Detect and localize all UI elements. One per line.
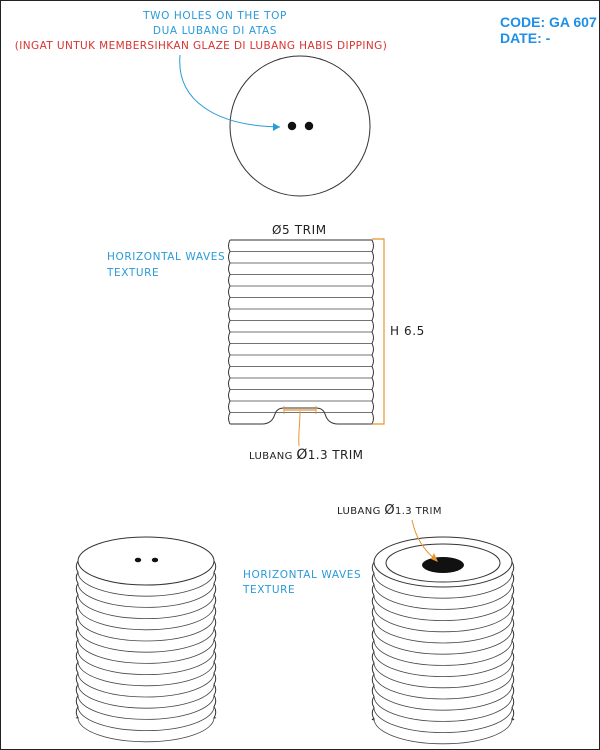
iso-wave-line bbox=[77, 628, 215, 653]
side-texture-line1: HORIZONTAL WAVES bbox=[107, 251, 225, 263]
top-note-arrowhead bbox=[273, 123, 280, 131]
iso-texture-line2: TEXTURE bbox=[242, 584, 295, 596]
top-hole-left bbox=[287, 121, 297, 131]
iso-left-wave-lines bbox=[77, 572, 215, 743]
top-note-malay: DUA LUBANG DI ATAS bbox=[153, 25, 277, 37]
hole-label-iso: LUBANG Ø1.3 TRIM bbox=[337, 503, 442, 518]
iso-wave-line bbox=[77, 684, 215, 709]
top-hole-right bbox=[304, 121, 314, 131]
side-texture-line2: TEXTURE bbox=[106, 267, 159, 279]
iso-left-top-face bbox=[77, 536, 215, 586]
drawing-date: DATE: - bbox=[500, 30, 551, 46]
hole-label-iso-value: 1.3 TRIM bbox=[395, 506, 442, 517]
top-note-warning: (INGAT UNTUK MEMBERSIHKAN GLAZE DI LUBAN… bbox=[15, 40, 387, 52]
iso-wave-line bbox=[77, 605, 215, 631]
iso-right-edge-right bbox=[511, 561, 515, 721]
iso-wave-line bbox=[373, 696, 513, 722]
iso-left-hole-2 bbox=[151, 557, 159, 563]
iso-hole-arrowhead bbox=[431, 553, 438, 562]
iso-wave-line bbox=[77, 616, 215, 642]
iso-right-hole bbox=[422, 557, 464, 573]
side-view-body bbox=[228, 239, 374, 425]
height-label: H 6.5 bbox=[390, 324, 425, 338]
iso-wave-line bbox=[373, 718, 513, 745]
iso-wave-line bbox=[77, 672, 215, 698]
iso-wave-line bbox=[77, 661, 215, 687]
hole-label-side-word: LUBANG bbox=[249, 451, 293, 462]
iso-texture-line1: HORIZONTAL WAVES bbox=[243, 569, 361, 581]
hole-label-side-value: 1.3 TRIM bbox=[308, 448, 364, 462]
iso-wave-line bbox=[77, 650, 215, 675]
hole-diameter-symbol-side: Ø bbox=[296, 447, 307, 463]
side-bottom-profile bbox=[230, 407, 372, 425]
iso-view-top-closed bbox=[75, 536, 217, 743]
iso-right-edge-left bbox=[371, 561, 375, 721]
top-note-english: TWO HOLES ON THE TOP bbox=[142, 10, 287, 22]
side-right-edge bbox=[371, 239, 374, 425]
iso-wave-line bbox=[373, 707, 513, 733]
iso-wave-line bbox=[373, 685, 513, 711]
iso-wave-line bbox=[77, 695, 215, 720]
side-left-edge bbox=[228, 239, 231, 425]
iso-wave-line bbox=[373, 629, 513, 655]
iso-left-edge-right bbox=[213, 560, 217, 719]
side-wave-lines bbox=[230, 251, 372, 413]
iso-wave-line bbox=[373, 673, 513, 700]
hole-label-side: LUBANG Ø1.3 TRIM bbox=[249, 447, 363, 463]
iso-right-inner-rim bbox=[385, 543, 501, 583]
iso-wave-line bbox=[77, 706, 215, 731]
top-view-outline bbox=[229, 55, 371, 197]
diameter-symbol: Ø bbox=[272, 223, 282, 237]
iso-right-wave-lines bbox=[373, 573, 513, 745]
iso-wave-line bbox=[77, 572, 215, 597]
height-dimension-bracket bbox=[372, 238, 385, 425]
iso-view-hole-bottom bbox=[371, 536, 515, 745]
iso-wave-line bbox=[373, 573, 513, 599]
top-note-leader bbox=[179, 54, 281, 128]
iso-left-hole-1 bbox=[134, 557, 142, 563]
iso-wave-line bbox=[373, 662, 513, 689]
diameter-label: Ø5 TRIM bbox=[272, 223, 327, 237]
iso-wave-line bbox=[77, 639, 215, 664]
product-code: CODE: GA 607 bbox=[500, 14, 597, 30]
iso-wave-line bbox=[373, 584, 513, 610]
iso-wave-line bbox=[77, 717, 215, 743]
hole-diameter-symbol-iso: Ø bbox=[384, 503, 395, 518]
diameter-value: 5 TRIM bbox=[282, 223, 327, 237]
hole-leader-line bbox=[298, 410, 301, 447]
hole-label-iso-word: LUBANG bbox=[337, 506, 381, 517]
iso-wave-line bbox=[373, 640, 513, 666]
iso-wave-line bbox=[373, 651, 513, 677]
iso-wave-line bbox=[77, 583, 215, 608]
iso-wave-line bbox=[77, 594, 215, 619]
iso-left-edge-left bbox=[75, 560, 79, 719]
iso-wave-line bbox=[373, 595, 513, 621]
iso-wave-line bbox=[373, 617, 513, 644]
iso-wave-line bbox=[373, 606, 513, 633]
